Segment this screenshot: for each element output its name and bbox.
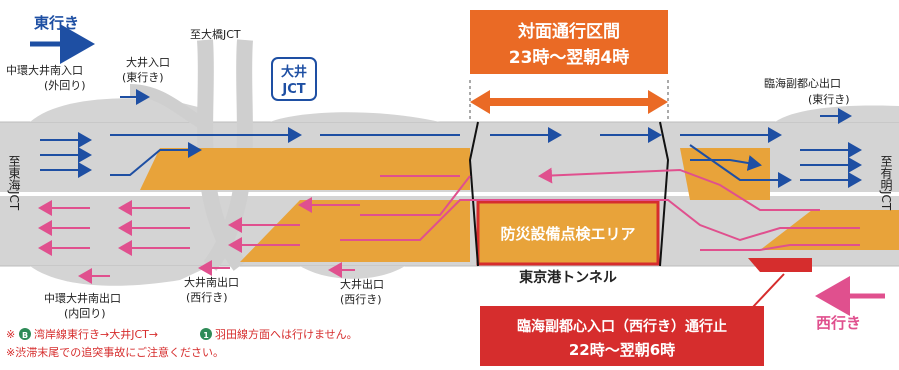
notes: ※ B 湾岸線東行き→大井JCT→ 1 羽田線方面へは行けません。 ※渋滞末尾で… <box>6 327 358 359</box>
oi-entrance-label: 大井入口 <box>126 55 170 69</box>
rinkai-exit-sub: (東行き) <box>808 93 850 106</box>
right-end-label: 至有明JCT <box>879 155 893 211</box>
closed-zone-right-lower <box>760 210 899 250</box>
chuo-oi-minami-exit-sub: (内回り) <box>64 306 106 320</box>
tunnel-name: 東京港トンネル <box>519 269 617 286</box>
lower-ramp-left <box>30 266 210 286</box>
note1-a: 湾岸線東行き→大井JCT→ <box>34 327 158 341</box>
closure-time: 22時～翌朝6時 <box>569 341 675 359</box>
oi-exit-label: 大井出口 <box>340 277 384 291</box>
inspection-area-label: 防災設備点検エリア <box>500 225 635 243</box>
note2: ※渋滞末尾での追突事故にご注意ください。 <box>6 345 224 359</box>
inspection-area-box <box>476 200 660 266</box>
chuo-oi-minami-entrance-sub: (外回り) <box>44 79 86 92</box>
route-1-badge-icon <box>200 328 212 340</box>
contraflow-time: 23時～翌朝4時 <box>509 47 630 68</box>
contraflow-title: 対面通行区間 <box>517 21 620 42</box>
route-b-badge: B <box>22 331 28 340</box>
route-b-badge-icon <box>19 328 31 340</box>
rinkai-exit-label: 臨海副都心出口 <box>764 76 841 90</box>
tunnel-portals <box>468 121 670 267</box>
contraflow-callout: 対面通行区間 23時～翌朝4時 <box>470 10 668 74</box>
closure-title: 臨海副都心入口（西行き）通行止 <box>517 318 727 335</box>
upper-ramp-mid <box>270 112 440 122</box>
closure-spot <box>748 258 812 272</box>
westbound-label: 西行き <box>816 314 861 332</box>
eastbound-lane-arrows <box>40 89 862 188</box>
left-end-label: 至東海JCT <box>7 155 21 211</box>
note1-prefix: ※ <box>6 328 15 341</box>
oi-minami-exit-sub: (西行き) <box>186 291 228 304</box>
eastbound-label: 東行き <box>34 14 79 32</box>
route-1-badge: 1 <box>203 331 209 340</box>
oi-jct-badge: 大井 JCT <box>271 57 317 101</box>
oi-bashi-jct-label: 至大橋JCT <box>190 27 241 41</box>
contraflow-span-arrow <box>470 90 668 114</box>
oi-exit-sub: (西行き) <box>340 293 382 306</box>
lower-ramp-mid <box>300 266 405 279</box>
closure-callout: 臨海副都心入口（西行き）通行止 22時～翌朝6時 <box>480 306 764 366</box>
closure-pointer <box>751 273 785 309</box>
oi-entrance-sub: (東行き) <box>122 71 164 84</box>
oi-jct-badge-line1: 大井 <box>281 64 307 80</box>
chuo-oi-minami-entrance-label: 中環大井南入口 <box>6 63 83 77</box>
oi-jct-badge-line2: JCT <box>281 82 305 97</box>
upper-ramp-right <box>775 105 899 122</box>
westbound-lane-arrows <box>38 167 860 284</box>
chuo-oi-minami-exit-label: 中環大井南出口 <box>44 291 121 305</box>
oi-minami-exit-label: 大井南出口 <box>184 275 239 289</box>
note1-b: 羽田線方面へは行けません。 <box>215 327 358 341</box>
closed-zone-left <box>140 148 470 190</box>
